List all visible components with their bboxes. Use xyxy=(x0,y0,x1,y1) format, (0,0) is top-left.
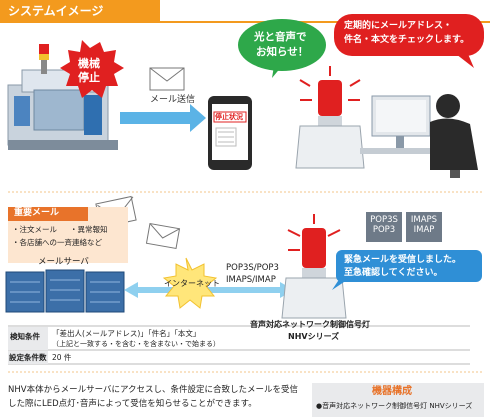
speech-red-text: 件名・本文をチェックします。 xyxy=(344,35,470,45)
description-text: NHV本体からメールサーバにアクセスし、条件設定に合致したメールを受信 xyxy=(8,385,299,395)
mail-server-racks xyxy=(5,269,125,313)
internet-label: インターネット xyxy=(164,279,220,288)
machine-stop-burst xyxy=(60,40,124,98)
alert-text: 緊急メールを受信しました。 xyxy=(344,255,462,265)
device-label: 音声対応ネットワーク制御信号灯 xyxy=(250,320,370,329)
mail-server-label: メールサーバ xyxy=(38,257,89,267)
signal-lamp-bottom xyxy=(281,214,347,319)
header-rule xyxy=(0,21,490,23)
important-mail-title: 重要メール xyxy=(14,208,60,218)
count-value: 20 件 xyxy=(52,353,72,362)
mail-arrow xyxy=(120,104,206,132)
device-label: NHVシリーズ xyxy=(288,332,340,341)
equipment-title: 機器構成 xyxy=(372,386,412,397)
equipment-item: ●音声対応ネットワーク制御信号灯 NHVシリーズ xyxy=(316,402,473,410)
header-bar: システムイメージ xyxy=(0,0,490,23)
important-mail-item: ・異常報知 xyxy=(70,225,108,234)
pop-box-text: POP3 xyxy=(372,225,396,235)
detect-note: （上記と一致する・を含む・を含まない・で始まる） xyxy=(52,340,220,348)
header-band xyxy=(0,0,160,22)
machine-stop-label: 機械 xyxy=(78,57,100,70)
office-worker xyxy=(360,94,478,178)
count-label: 設定条件数 xyxy=(9,353,47,362)
speech-bubble-green xyxy=(238,19,326,71)
important-mail-box: 重要メール ・注文メール ・異常報知 ・各店舗への一斉連絡など xyxy=(8,207,128,263)
speech-bubble-red xyxy=(334,14,484,56)
signal-lamp-top xyxy=(295,66,365,169)
alert-text: 至急確認してください。 xyxy=(344,268,443,278)
internet-burst xyxy=(162,257,218,309)
machine-illustration xyxy=(7,44,118,150)
alert-bubble xyxy=(336,250,482,282)
machine-stop-label: 停止 xyxy=(78,71,100,84)
phone-status-text: 停止状況 xyxy=(215,113,243,121)
speech-green-text: 光と音声で xyxy=(254,31,307,43)
protocol-pop: POP3S/POP3 xyxy=(226,263,279,273)
mail-send-label: メール送信 xyxy=(150,95,196,105)
protocol-imap: IMAPS/IMAP xyxy=(226,275,276,285)
smartphone xyxy=(208,96,252,170)
imap-box-text: IMAPS xyxy=(410,215,438,225)
pop-box-text: POP3S xyxy=(370,215,398,225)
speech-green-text: お知らせ！ xyxy=(256,46,309,58)
important-mail-item: ・各店舗への一斉連絡など xyxy=(12,238,102,247)
description-text: した際にLED点灯･音声によって受信を知らせることができます。 xyxy=(8,399,257,409)
imap-box-text: IMAP xyxy=(413,225,435,235)
important-mail-item: ・注文メール xyxy=(12,225,57,234)
detect-value: 「差出人(メールアドレス)」「件名」「本文」 xyxy=(52,329,201,338)
equipment-box: 機器構成 ●音声対応ネットワーク制御信号灯 NHVシリーズ xyxy=(312,383,484,417)
important-mail-header xyxy=(8,207,88,221)
envelope-top xyxy=(149,67,185,91)
page-title: システムイメージ xyxy=(8,4,104,18)
speech-red-text: 定期的にメールアドレス・ xyxy=(344,21,453,31)
detect-label: 検知条件 xyxy=(10,332,40,341)
